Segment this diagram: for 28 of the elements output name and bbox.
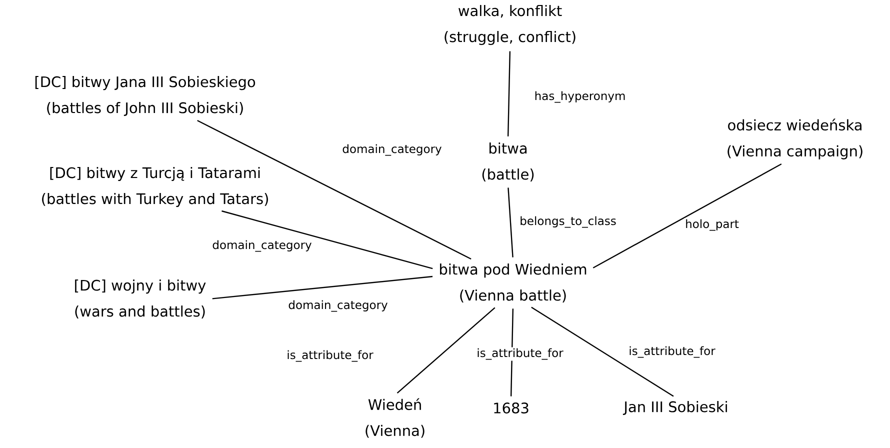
relation-line [222,210,433,270]
relation-line [396,307,496,394]
relation-line [508,188,514,258]
edge-label: domain_category [287,299,389,313]
relation-line [212,276,433,300]
term-label: [DC] bitwy Jana III Sobieskiego (battles of John III Sobieski) [35,76,256,116]
edge-label: holo_part [684,218,740,232]
relation-line [197,120,472,260]
edge-label: has_hyperonym [533,90,627,104]
edge-label: is_attribute_for [286,349,374,363]
relation-line [531,306,674,397]
term-label: [DC] bitwy z Turcją i Tatarami (battles with Turkey and Tatars) [42,166,268,208]
term-label: bitwa (battle) [482,142,534,182]
term-label: bitwa pod Wiedniem (Vienna battle) [440,264,586,302]
edge-label: is_attribute_for [628,345,716,359]
term-label: Jan III Sobieski [622,401,727,415]
term-label: odsiecz wiedeńska (Vienna campaign) [728,118,862,160]
edge-label: belongs_to_class [518,215,618,229]
edge-label: domain_category [341,143,443,157]
relation-line [510,308,514,396]
relation-line [592,163,782,268]
term-label: 1683 [494,402,528,414]
term-label: Wiedeń (Vienna) [366,398,424,438]
term-label: [DC] wojny i bitwy (wars and battles) [75,280,206,318]
edge-label: domain_category [211,239,313,253]
term-label: walka, konflikt (struggle, conflict) [444,4,576,46]
edge-label: is_attribute_for [476,347,564,361]
relation-line [507,51,511,136]
